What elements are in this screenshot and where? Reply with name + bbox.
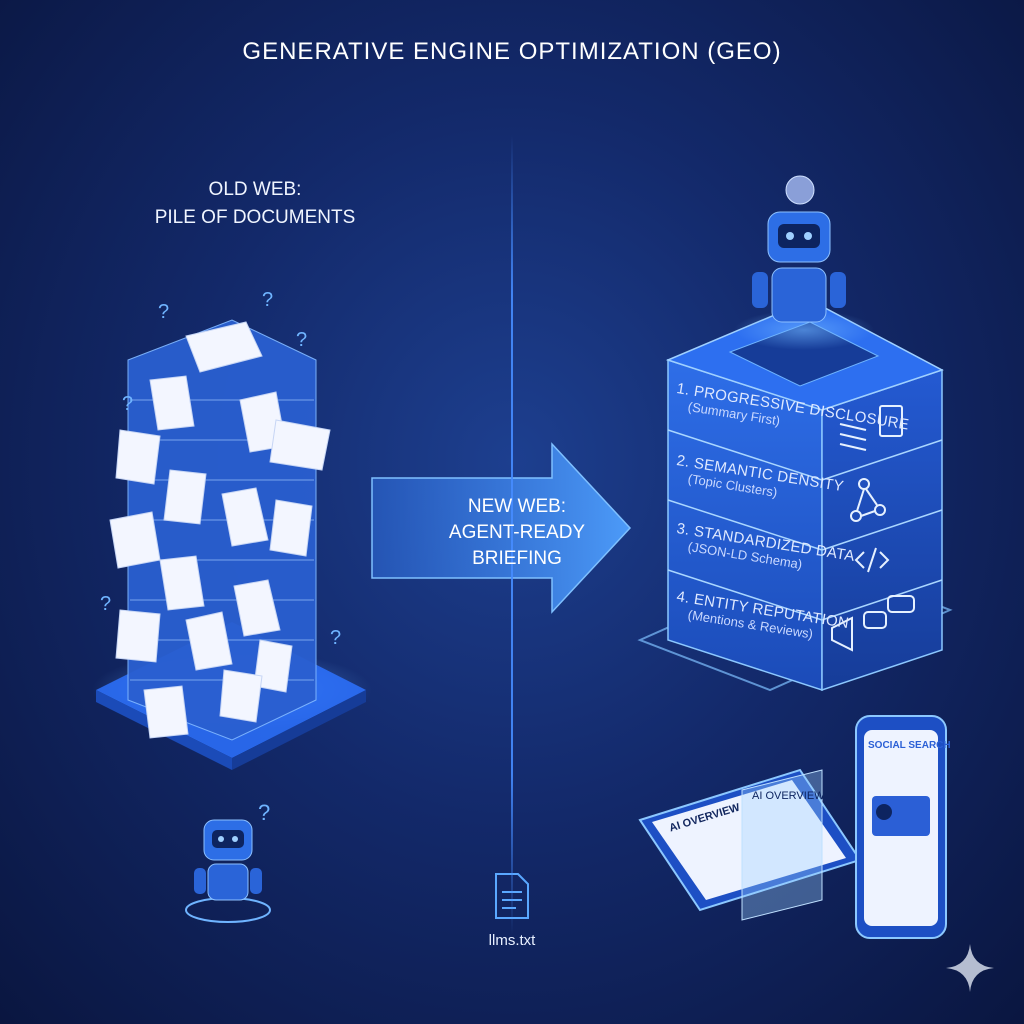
center-divider [511, 135, 513, 935]
svg-text:?: ? [158, 301, 169, 323]
page-title: GENERATIVE ENGINE OPTIMIZATION (GEO) [242, 38, 782, 65]
megaphone-icon [831, 595, 915, 652]
new-web-label-line2: AGENT-READY [448, 522, 586, 543]
devices [638, 715, 947, 939]
new-web-label-line3: BRIEFING [472, 548, 562, 569]
transition-arrow [371, 442, 632, 614]
old-web-label-line2: PILE OF DOCUMENTS [154, 207, 356, 228]
file-label: llms.txt [488, 932, 536, 949]
list-document-icon [839, 405, 903, 451]
code-icon [854, 547, 890, 573]
svg-text:?: ? [258, 800, 270, 825]
new-web-label: NEW WEB: AGENT-READY BRIEFING [392, 494, 642, 572]
briefing-stack [637, 299, 953, 692]
svg-text:?: ? [122, 393, 133, 415]
network-icon [850, 478, 886, 522]
svg-text:?: ? [296, 329, 307, 351]
old-web-label: OLD WEB: PILE OF DOCUMENTS [120, 176, 390, 232]
new-web-label-line1: NEW WEB: [467, 496, 567, 517]
confused-robot: ? [185, 800, 271, 923]
svg-text:?: ? [262, 289, 273, 311]
document-pile: ? ? ? ? ? ? [92, 289, 372, 770]
overlay-screen-title: AI OVERVIEW [752, 790, 825, 802]
agent-robot [752, 175, 846, 323]
sparkle-icon [946, 944, 994, 992]
phone-screen-title: SOCIAL SEARCH [868, 740, 951, 751]
old-web-label-line1: OLD WEB: [208, 179, 302, 200]
svg-text:?: ? [330, 627, 341, 649]
svg-text:?: ? [100, 593, 111, 615]
file-icon [495, 873, 529, 919]
